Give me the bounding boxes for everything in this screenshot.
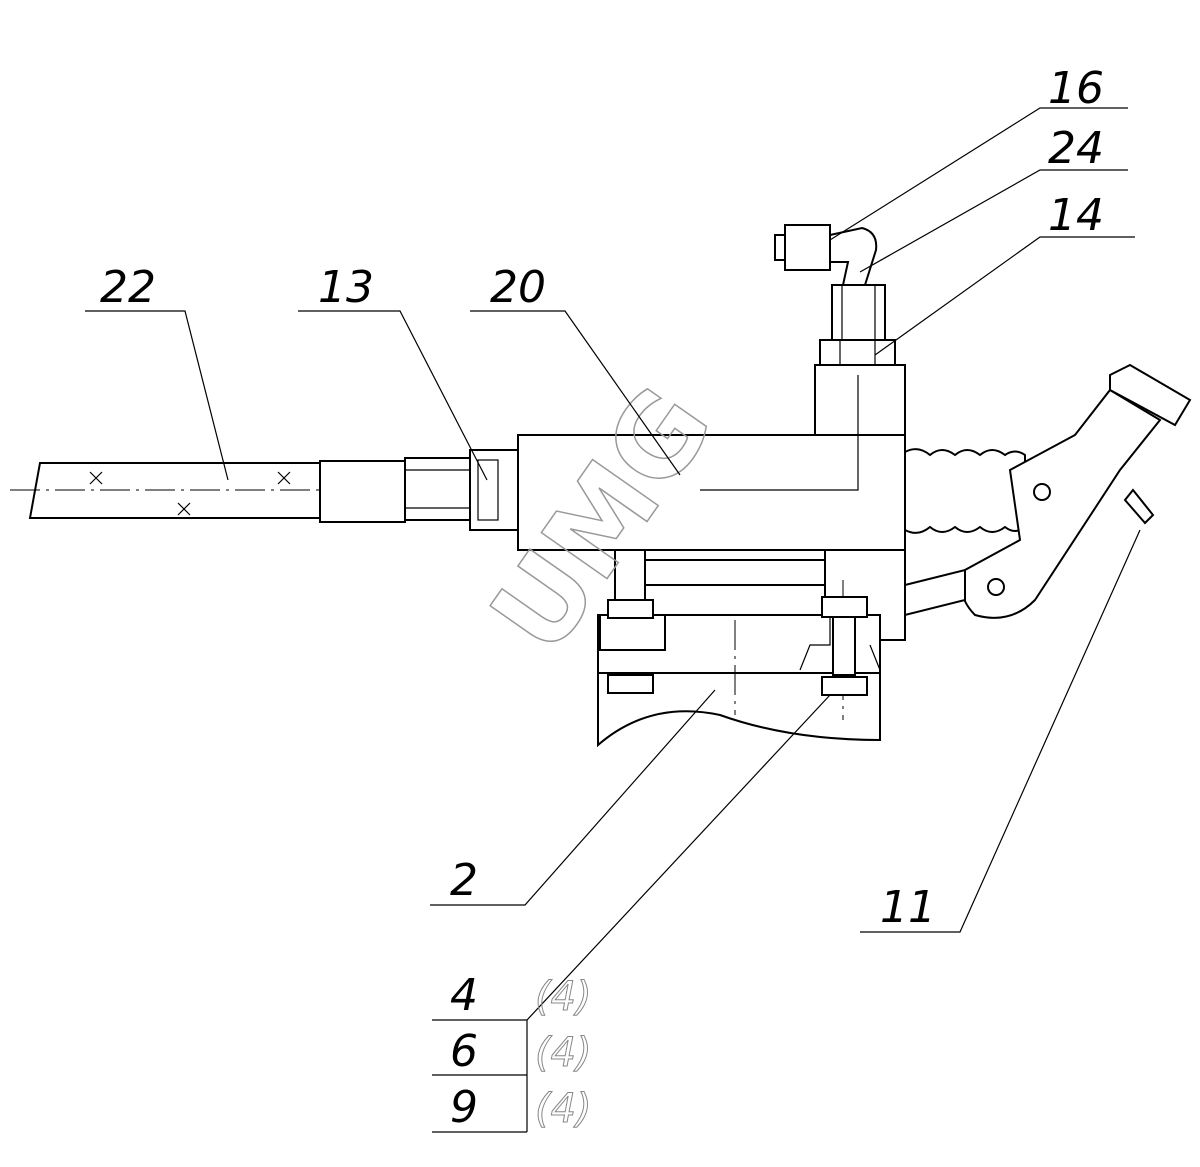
hose-coupling	[319, 460, 406, 523]
svg-text:20: 20	[490, 262, 546, 313]
table-item: 6	[450, 1026, 478, 1077]
elbow-16	[774, 224, 878, 286]
table-item: 9	[450, 1082, 478, 1133]
callout-11: 11	[860, 529, 1141, 933]
callout-14: 14	[874, 190, 1135, 356]
svg-text:13: 13	[318, 262, 374, 313]
table-qty: (4)	[535, 1086, 592, 1132]
svg-text:2: 2	[450, 855, 478, 906]
callout-13: 13	[298, 262, 488, 481]
nut-14	[819, 339, 896, 366]
svg-text:11: 11	[880, 882, 936, 933]
fitting-24	[831, 284, 886, 341]
svg-text:16: 16	[1048, 63, 1104, 114]
svg-text:24: 24	[1048, 123, 1104, 174]
union-nut	[404, 457, 471, 521]
bellows	[904, 448, 1026, 534]
upper-block	[814, 364, 906, 436]
table-item: 4	[450, 970, 478, 1021]
table-qty: (4)	[535, 974, 592, 1020]
lever-handle	[878, 363, 1192, 619]
table-qty: (4)	[535, 1030, 592, 1076]
mounting-base	[597, 549, 906, 748]
callout-20: 20	[470, 262, 681, 476]
pump-body	[517, 434, 906, 551]
svg-text:14: 14	[1048, 190, 1104, 241]
callout-16: 16	[829, 63, 1128, 241]
svg-text:22: 22	[100, 262, 156, 313]
callout-2: 2	[430, 689, 716, 906]
callout-22: 22	[85, 262, 229, 481]
parts-table: 4 (4) 6 (4) 9 (4)	[432, 694, 831, 1133]
callout-24: 24	[859, 123, 1128, 273]
